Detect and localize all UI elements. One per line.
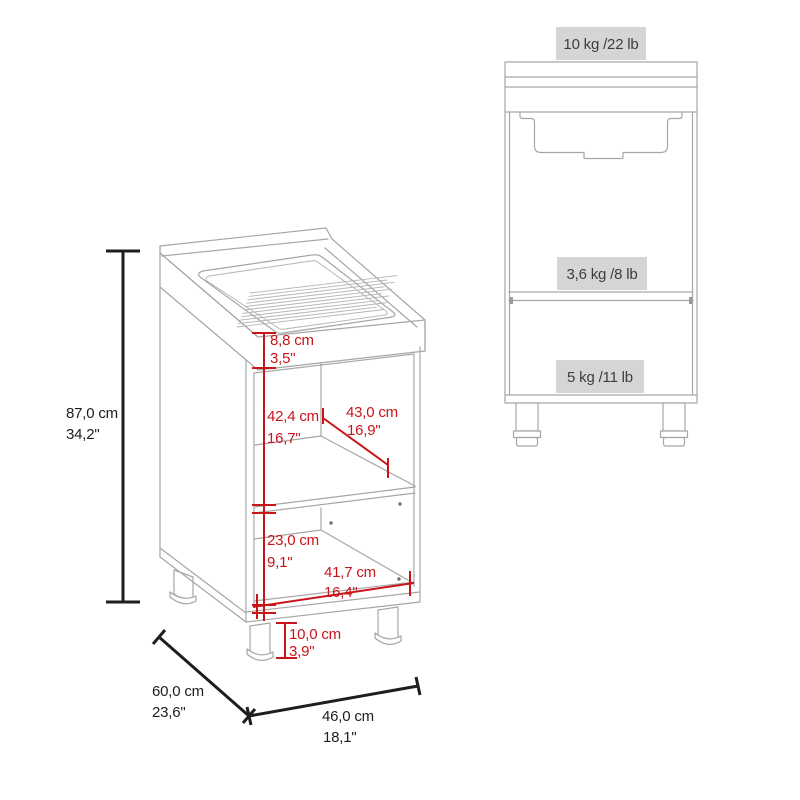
- load-capacity-labels: 10 kg /22 lb 3,6 kg /8 lb 5 kg /11 lb: [556, 27, 647, 393]
- dim-shelf-cm: 43,0 cm: [346, 404, 398, 421]
- dim-depth-in: 23,6": [152, 704, 186, 721]
- load-top-box: [556, 27, 646, 60]
- dim-upper-in: 16,7": [267, 430, 301, 447]
- black-dimension-lines: [106, 249, 422, 726]
- black-dimension-labels: 87,0 cm 34,2" 60,0 cm 23,6" 46,0 cm 18,1…: [66, 405, 374, 746]
- cabinet-counter-top: [159, 227, 426, 371]
- dim-height-in: 34,2": [66, 426, 100, 443]
- dim-depth-cm: 60,0 cm: [152, 683, 204, 700]
- dim-leg-cm: 10,0 cm: [289, 626, 341, 643]
- dim-height-cm: 87,0 cm: [66, 405, 118, 422]
- dim-upper-cm: 42,4 cm: [267, 408, 319, 425]
- cabinet-body: [159, 286, 426, 623]
- dim-top-in: 3,5": [270, 350, 295, 367]
- washboard-ribs: [236, 275, 398, 328]
- cabinet-legs: [169, 569, 402, 661]
- isometric-cabinet: [159, 227, 426, 661]
- red-dimension-labels: 8,8 cm 3,5" 42,4 cm 16,7" 43,0 cm 16,9" …: [267, 332, 398, 660]
- dim-width-cm: 46,0 cm: [322, 708, 374, 725]
- dim-lower-cm: 23,0 cm: [267, 532, 319, 549]
- front-view-cabinet: 10 kg /22 lb 3,6 kg /8 lb 5 kg /11 lb: [504, 27, 698, 447]
- dim-bottom-cm: 41,7 cm: [324, 564, 376, 581]
- dim-shelf-in: 16,9": [347, 422, 381, 439]
- front-view-shelf: [508, 291, 694, 302]
- front-view-legs: [512, 402, 689, 447]
- load-middle-label: 3,6 kg /8 lb: [567, 266, 638, 283]
- dim-leg-in: 3,9": [289, 643, 314, 660]
- load-bottom-label: 5 kg /11 lb: [567, 369, 633, 386]
- red-dimension-lines: [252, 332, 415, 659]
- load-bottom-box: [556, 360, 644, 393]
- dim-lower-in: 9,1": [267, 554, 292, 571]
- dim-top-cm: 8,8 cm: [270, 332, 314, 349]
- load-top-label: 10 kg /22 lb: [563, 36, 638, 53]
- dim-width-in: 18,1": [323, 729, 357, 746]
- sink-basin-outline: [519, 111, 683, 160]
- load-middle-box: [557, 257, 647, 290]
- dim-bottom-in: 16,4": [324, 584, 358, 601]
